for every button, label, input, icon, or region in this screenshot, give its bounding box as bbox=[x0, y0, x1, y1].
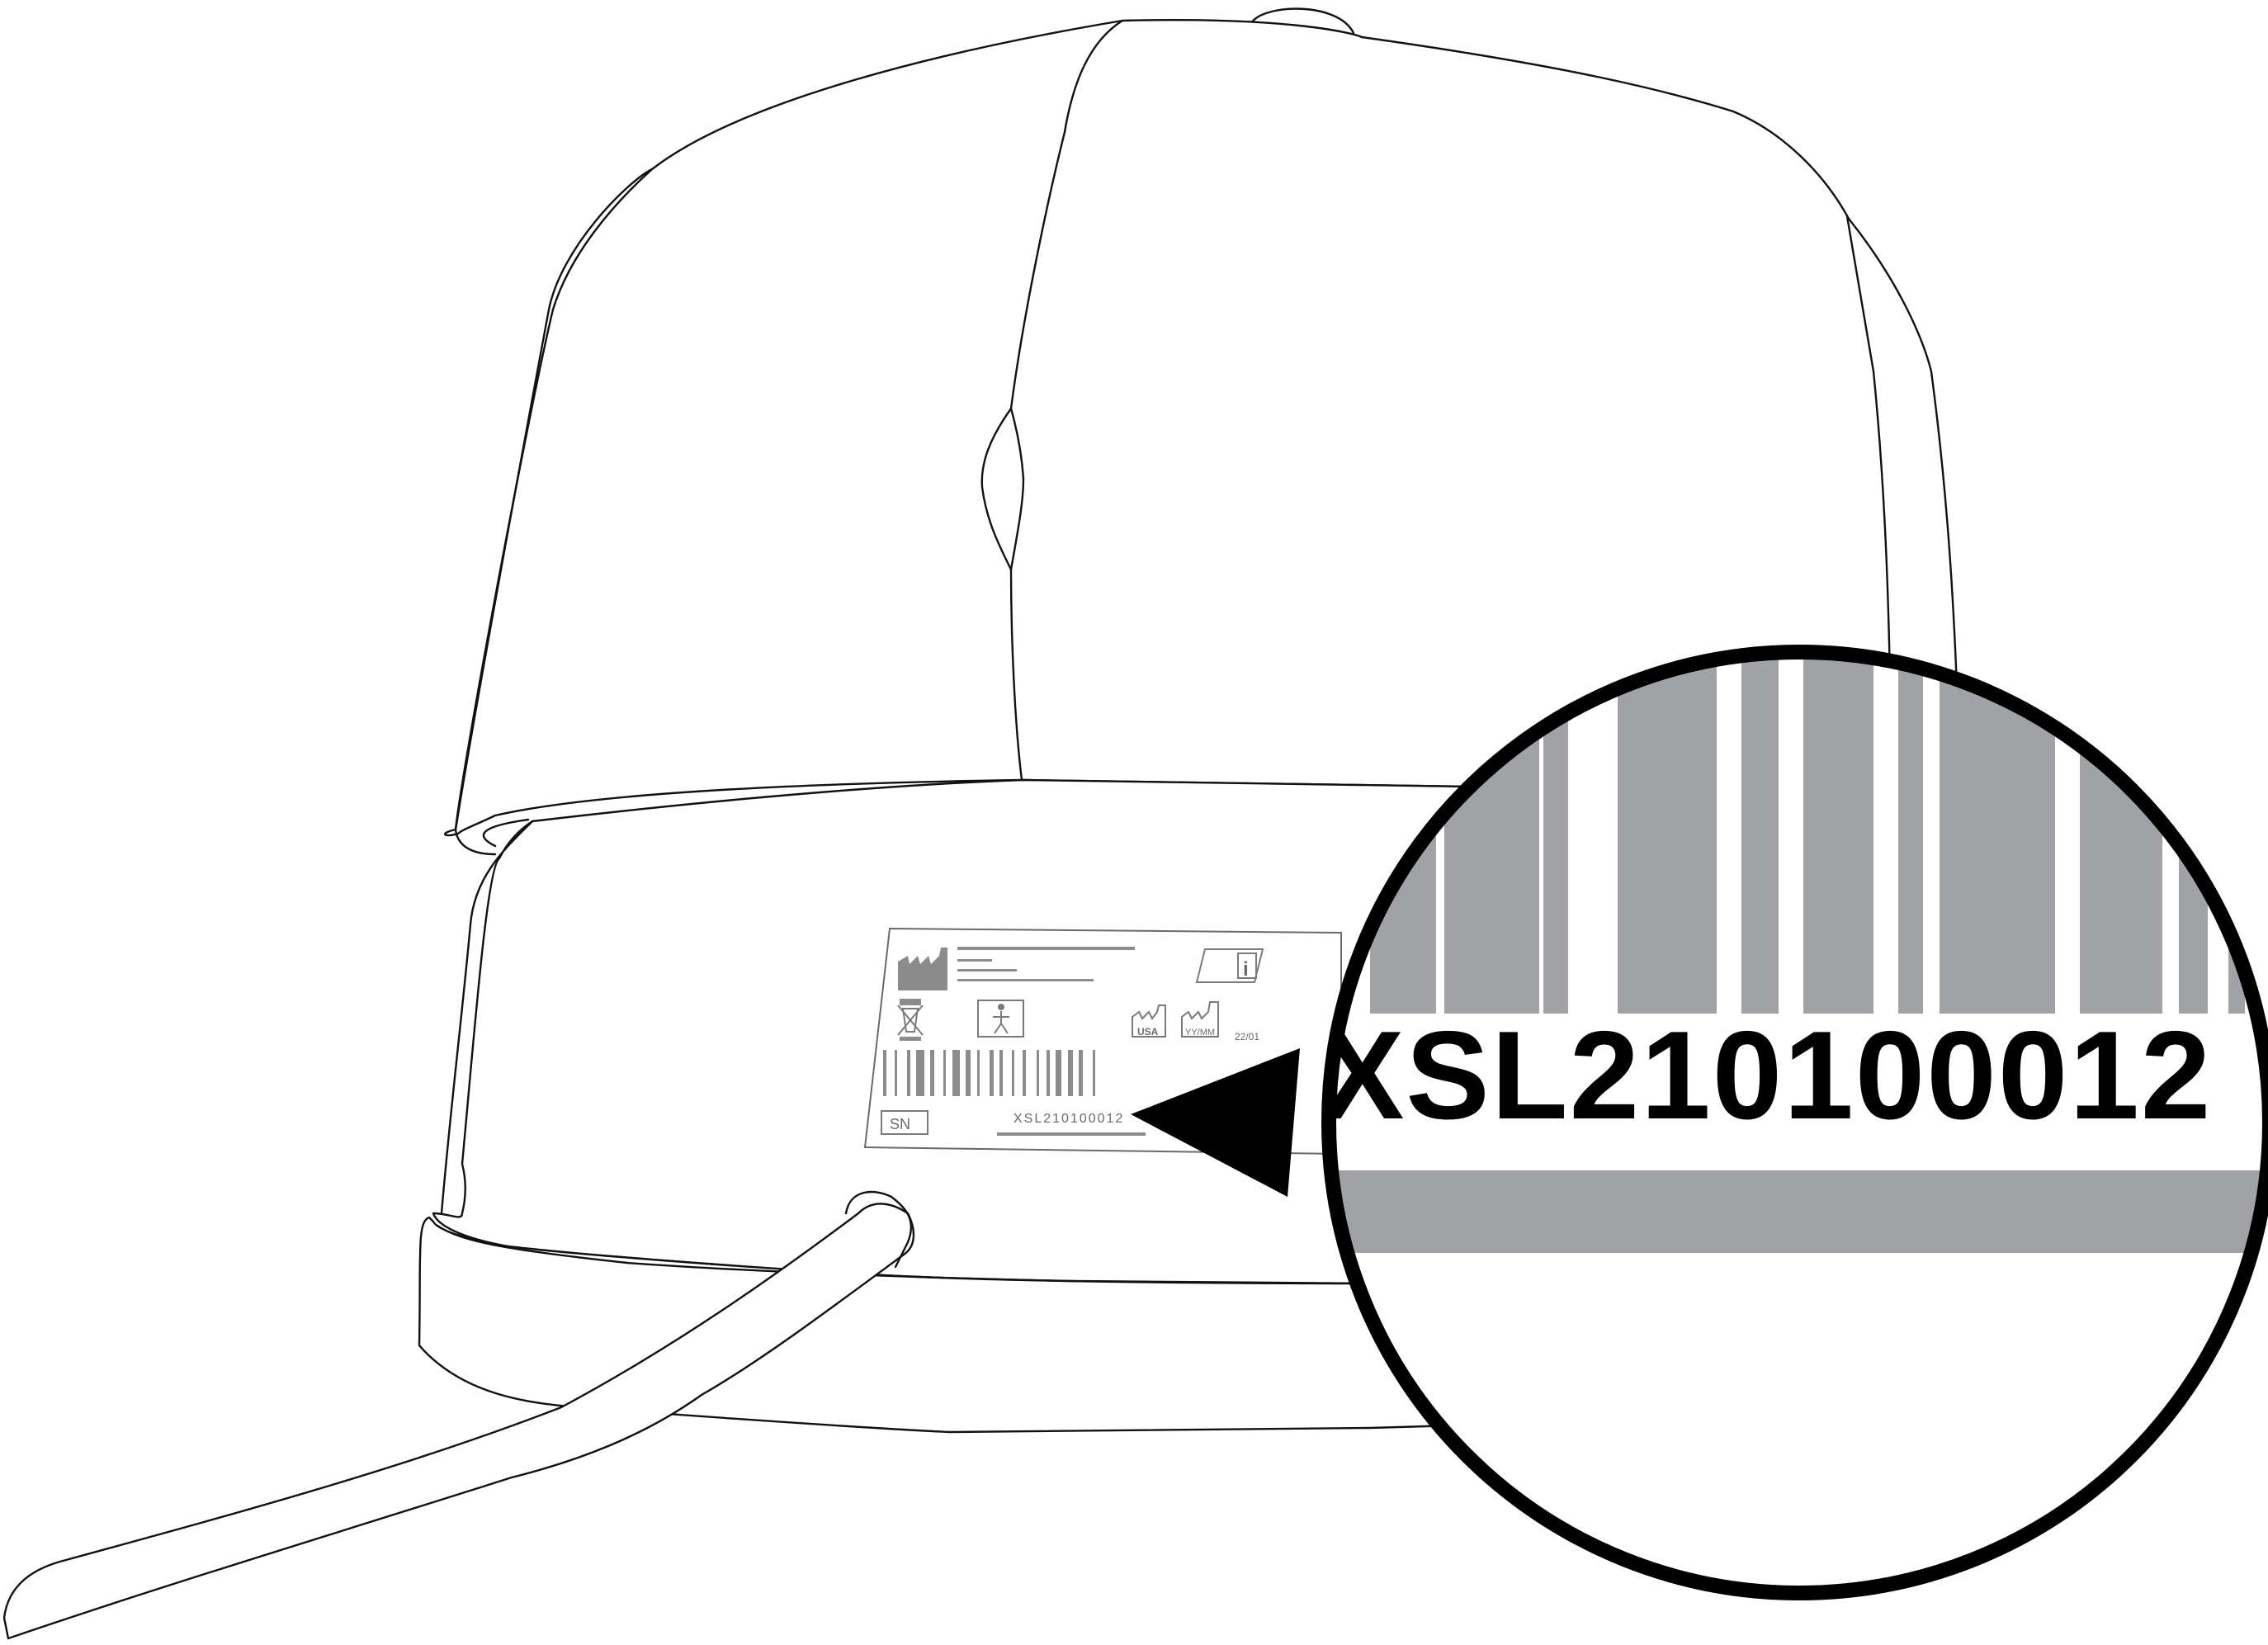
dome-lower-crease bbox=[1009, 568, 1023, 782]
date-value: 22/01 bbox=[1235, 1031, 1259, 1042]
zoomed-barcode-bar bbox=[1898, 652, 1923, 1023]
barcode-bar bbox=[895, 1050, 897, 1096]
sn-badge-frame bbox=[881, 1110, 928, 1135]
zoomed-barcode-bar bbox=[2179, 652, 2208, 1023]
barcode-bar bbox=[1037, 1050, 1039, 1096]
sn-badge: SN bbox=[890, 1116, 910, 1132]
zoomed-barcode-bar bbox=[1741, 652, 1779, 1023]
zoomed-gray-band bbox=[1329, 1170, 2268, 1253]
barcode-bar bbox=[907, 1050, 910, 1096]
barcode-bar bbox=[916, 1050, 924, 1096]
barcode-bar bbox=[1093, 1050, 1095, 1096]
svg-text:i: i bbox=[1243, 958, 1249, 981]
dome-left-seam bbox=[454, 168, 654, 856]
barcode-bar bbox=[990, 1050, 994, 1096]
dome-rim-curl bbox=[482, 818, 530, 848]
country-code: USA bbox=[1137, 1026, 1159, 1038]
barcode-bar bbox=[1047, 1050, 1050, 1096]
zoomed-serial-number: XSL210100012 bbox=[1321, 1005, 2212, 1146]
barcode-bar bbox=[943, 1050, 946, 1096]
barcode-bar bbox=[1023, 1050, 1026, 1096]
applied-part-icon bbox=[977, 1000, 1024, 1038]
magnifier-lens: XSL210100012 bbox=[1321, 645, 2268, 1600]
hose-connector bbox=[844, 1190, 913, 1269]
weee-bin-icon bbox=[897, 999, 924, 1041]
zoomed-barcode-bar bbox=[1618, 652, 1717, 1023]
zoomed-barcode-bar bbox=[1940, 652, 2055, 1023]
barcode-bar bbox=[1056, 1050, 1061, 1096]
country-of-manufacture-icon: USA bbox=[1132, 1004, 1166, 1038]
barcode-bar bbox=[1068, 1050, 1073, 1096]
upper-dome bbox=[444, 19, 1962, 837]
barcode-bar bbox=[977, 1050, 980, 1096]
barcode-bar bbox=[999, 1050, 1003, 1096]
zoomed-barcode-bar bbox=[1803, 652, 1873, 1023]
hose-tube bbox=[2, 1203, 915, 1640]
magnifier-pointer bbox=[1131, 1048, 1300, 1197]
label-serial-number: XSL210100012 bbox=[1014, 1112, 1124, 1126]
dome-front-crease bbox=[1009, 19, 1124, 410]
zoomed-barcode-bar bbox=[2261, 652, 2268, 1023]
barcode-bar bbox=[952, 1050, 960, 1096]
band-left-edge bbox=[440, 820, 534, 1215]
barcode-bar bbox=[883, 1050, 886, 1096]
manufacturer-info-lines bbox=[957, 947, 1135, 981]
barcode-bar bbox=[930, 1050, 934, 1096]
barcode-bar bbox=[966, 1050, 971, 1096]
barcode-bar bbox=[1012, 1050, 1014, 1096]
manufacturer-icon bbox=[898, 948, 947, 990]
magnifier-ring bbox=[1321, 645, 2268, 1600]
top-knob bbox=[1249, 7, 1355, 35]
instructions-book-icon: i bbox=[1195, 948, 1264, 983]
barcode-bar bbox=[1079, 1050, 1083, 1096]
date-of-manufacture-icon: YY/MM bbox=[1181, 1001, 1219, 1038]
base-top-edge bbox=[436, 1224, 1372, 1285]
serial-underline bbox=[997, 1132, 1146, 1136]
label-barcode bbox=[883, 1050, 1095, 1096]
date-format-text: YY/MM bbox=[1185, 1028, 1215, 1038]
